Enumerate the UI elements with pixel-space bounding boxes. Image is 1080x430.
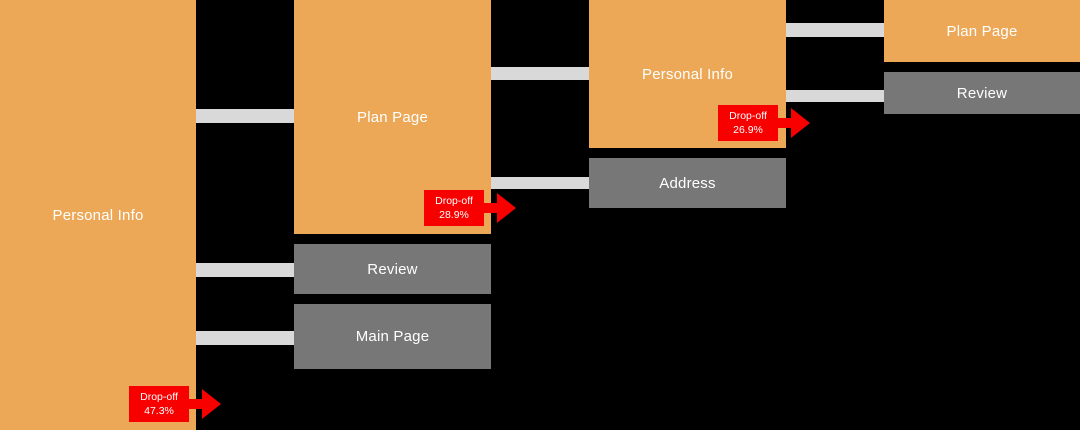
link-s2-plan-page-to-s3-personal-info — [491, 67, 589, 80]
dropoff-title: Drop-off — [140, 391, 178, 403]
node-s1-personal-info[interactable]: Personal Info — [0, 0, 196, 430]
dropoff-box: Drop-off 28.9% — [424, 190, 484, 226]
node-s2-review[interactable]: Review — [294, 244, 491, 294]
dropoff-badge-step-3[interactable]: Drop-off 26.9% — [718, 105, 811, 141]
node-s3-address[interactable]: Address — [589, 158, 786, 208]
dropoff-title: Drop-off — [729, 110, 767, 122]
dropoff-arrow-shaft — [484, 203, 498, 213]
node-label: Plan Page — [356, 108, 429, 126]
dropoff-arrow-head — [497, 193, 516, 223]
dropoff-badge-step-2[interactable]: Drop-off 28.9% — [424, 190, 517, 226]
node-label: Plan Page — [946, 22, 1018, 40]
link-s2-plan-page-to-s3-address — [491, 177, 589, 189]
dropoff-arrow-icon — [778, 105, 811, 141]
node-s4-review[interactable]: Review — [884, 72, 1080, 114]
link-s1-personal-info-to-s2-main-page — [196, 331, 294, 345]
node-s4-plan-page[interactable]: Plan Page — [884, 0, 1080, 62]
node-s2-main-page[interactable]: Main Page — [294, 304, 491, 369]
node-label: Main Page — [355, 328, 430, 345]
dropoff-arrow-shaft — [189, 399, 203, 409]
dropoff-value: 47.3% — [144, 405, 174, 417]
dropoff-value: 28.9% — [439, 209, 469, 221]
link-s3-personal-info-to-s4-review — [786, 90, 884, 102]
dropoff-value: 26.9% — [733, 124, 763, 136]
dropoff-box: Drop-off 26.9% — [718, 105, 778, 141]
node-label: Review — [367, 260, 418, 278]
link-s3-personal-info-to-s4-plan-page — [786, 23, 884, 37]
dropoff-arrow-head — [202, 389, 221, 419]
dropoff-box: Drop-off 47.3% — [129, 386, 189, 422]
dropoff-title: Drop-off — [435, 195, 473, 207]
node-label: Personal Info — [52, 206, 144, 224]
dropoff-arrow-icon — [189, 386, 222, 422]
node-label: Review — [956, 84, 1008, 102]
link-s1-personal-info-to-s2-review — [196, 263, 294, 277]
link-s1-personal-info-to-s2-plan-page — [196, 109, 294, 123]
dropoff-arrow-icon — [484, 190, 517, 226]
node-label: Address — [659, 174, 716, 192]
dropoff-badge-step-1[interactable]: Drop-off 47.3% — [129, 386, 222, 422]
dropoff-arrow-head — [791, 108, 810, 138]
node-label: Personal Info — [642, 65, 733, 83]
dropoff-arrow-shaft — [778, 118, 792, 128]
